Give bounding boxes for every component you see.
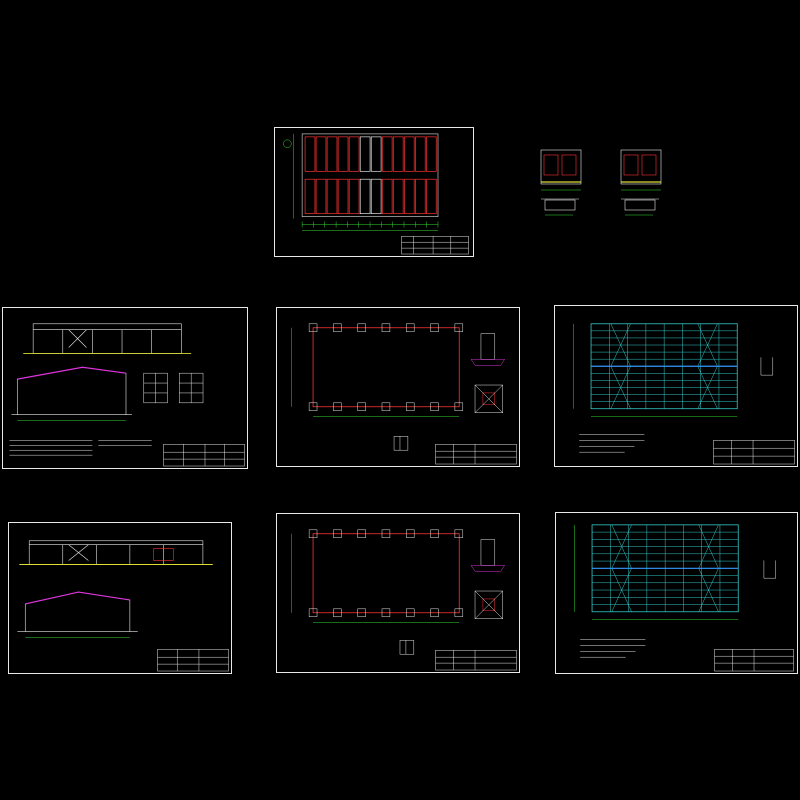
axis-lines xyxy=(573,323,738,417)
footing xyxy=(454,529,464,538)
sheet-section-detail-b[interactable] xyxy=(615,145,665,220)
north-marker xyxy=(283,139,292,148)
purlin-detail xyxy=(763,560,777,579)
room-unit xyxy=(392,136,404,172)
elevation-1-drawing xyxy=(9,323,245,467)
footing xyxy=(430,402,439,411)
column-footings xyxy=(308,529,464,617)
room-unit xyxy=(315,136,327,172)
title-block xyxy=(713,440,795,465)
room-unit xyxy=(426,178,437,215)
room-unit xyxy=(415,178,426,215)
footing xyxy=(430,323,439,332)
room-unit xyxy=(326,136,338,172)
room-unit xyxy=(326,178,338,215)
sheet-elevation-1[interactable] xyxy=(2,307,248,469)
title-block xyxy=(163,444,245,467)
sheet-elevation-2[interactable] xyxy=(8,522,232,674)
title-block xyxy=(714,649,794,672)
detail-b-drawing xyxy=(620,149,662,216)
sheet-plan-layout[interactable] xyxy=(274,127,474,257)
footing-detail xyxy=(470,333,506,413)
room-unit xyxy=(381,178,393,215)
footing xyxy=(308,323,318,332)
room-unit xyxy=(348,178,360,215)
roof-framing-2-drawing xyxy=(574,524,794,672)
notes-lines xyxy=(580,639,646,658)
footing xyxy=(406,608,415,617)
room-unit xyxy=(415,136,426,172)
room-unit xyxy=(403,178,415,215)
footing xyxy=(357,402,366,411)
plan-axis-ticks xyxy=(301,221,439,228)
sheet-foundation-2[interactable] xyxy=(276,513,520,673)
room-unit xyxy=(392,178,404,215)
footing xyxy=(430,608,439,617)
plan-rooms xyxy=(304,136,437,215)
detail-grids xyxy=(143,372,204,404)
small-detail xyxy=(399,640,415,655)
footing xyxy=(308,608,318,617)
footing xyxy=(333,323,342,332)
detail-a-drawing xyxy=(540,149,582,216)
foundation-2-drawing xyxy=(291,529,517,671)
axis-lines xyxy=(291,327,460,417)
footing xyxy=(333,529,342,538)
footing xyxy=(406,323,415,332)
sheet-roof-framing-1[interactable] xyxy=(554,305,798,467)
footing xyxy=(357,323,366,332)
footing xyxy=(454,608,464,617)
sheet-foundation-1[interactable] xyxy=(276,307,520,467)
front-elevation xyxy=(32,323,182,354)
title-block xyxy=(435,650,517,671)
footing xyxy=(406,529,415,538)
footing xyxy=(333,402,342,411)
room-unit xyxy=(381,136,393,172)
small-detail xyxy=(393,436,409,451)
room-unit xyxy=(403,136,415,172)
sheet-roof-framing-2[interactable] xyxy=(555,512,798,674)
footing xyxy=(357,608,366,617)
footing xyxy=(381,323,391,332)
room-unit xyxy=(337,178,349,215)
room-unit xyxy=(337,136,349,172)
plan-outline xyxy=(301,133,439,217)
title-block xyxy=(157,649,229,672)
front-elevation xyxy=(28,540,204,565)
purlin-detail xyxy=(760,357,774,376)
room-unit xyxy=(426,136,437,172)
title-block xyxy=(401,236,469,255)
footing xyxy=(454,323,464,332)
title-block xyxy=(435,444,517,465)
footing xyxy=(406,402,415,411)
sheet-section-detail-a[interactable] xyxy=(535,145,585,220)
roof-bracing xyxy=(610,323,718,409)
plan-layout-drawing xyxy=(283,133,469,255)
axis-lines xyxy=(574,524,739,620)
room-unit xyxy=(304,136,316,172)
footing xyxy=(333,608,342,617)
footing xyxy=(381,402,391,411)
room-unit xyxy=(304,178,316,215)
axis-lines xyxy=(291,533,460,623)
footing xyxy=(308,402,318,411)
elevation-2-drawing xyxy=(17,540,229,672)
footing-detail xyxy=(470,539,506,619)
footing xyxy=(454,402,464,411)
footing xyxy=(430,529,439,538)
room-unit xyxy=(348,136,360,172)
footing xyxy=(357,529,366,538)
roof-framing-1-drawing xyxy=(573,323,795,465)
footing xyxy=(381,529,391,538)
footing xyxy=(381,608,391,617)
foundation-1-drawing xyxy=(291,323,517,465)
room-unit xyxy=(315,178,327,215)
roof-bracing xyxy=(611,524,719,612)
notes-lines xyxy=(9,440,152,456)
notes-lines xyxy=(579,434,645,453)
side-section xyxy=(11,366,132,415)
footing xyxy=(308,529,318,538)
column-footings xyxy=(308,323,464,411)
